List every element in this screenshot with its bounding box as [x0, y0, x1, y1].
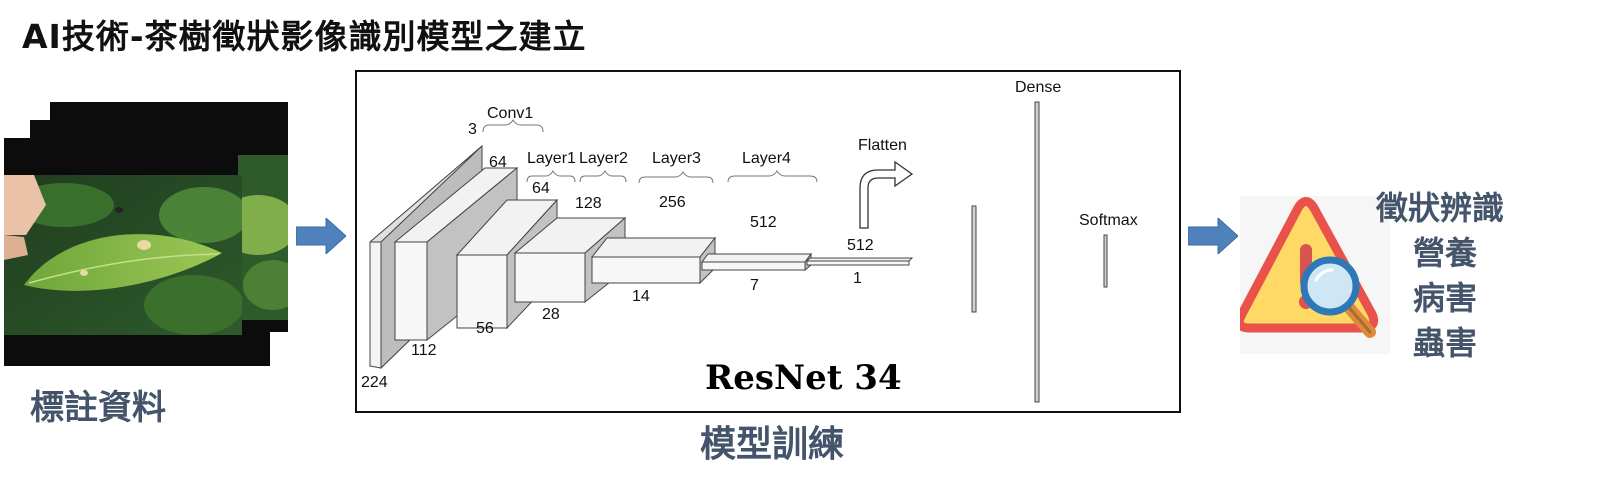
- softmax-label: Softmax: [1079, 212, 1138, 229]
- layer4-label: Layer4: [742, 150, 791, 167]
- channels-3-label: 3: [468, 121, 477, 138]
- layer1-label: Layer1: [527, 150, 576, 167]
- flatten-label: Flatten: [858, 137, 907, 154]
- size-112-label: 112: [411, 342, 437, 359]
- channels-256-label: 256: [659, 194, 686, 211]
- annotated-data-label: 標註資料: [30, 388, 166, 428]
- symptom-recognition-results: 徵狀辨識 營養 病害 蟲害: [1365, 186, 1525, 366]
- channels-128-label: 128: [575, 195, 602, 212]
- model-training-label: 模型訓練: [700, 424, 845, 465]
- resnet-architecture-diagram: [369, 101, 1108, 403]
- leaf-photo: [4, 175, 242, 335]
- flatten-arrow-icon: [859, 160, 914, 229]
- arrow-right-icon-2: [1188, 218, 1238, 254]
- page-title: AI技術-茶樹徵狀影像識別模型之建立: [22, 17, 587, 56]
- result-pest: 蟲害: [1412, 324, 1477, 362]
- leaf-photo-back: [238, 155, 288, 320]
- layer2-label: Layer2: [579, 150, 628, 167]
- model-name: ResNet 34: [705, 358, 902, 398]
- symptom-recognition-title: 徵狀辨識: [1375, 189, 1504, 227]
- size-1-label: 1: [853, 270, 862, 287]
- size-56-label: 56: [476, 320, 494, 337]
- size-28-label: 28: [542, 306, 560, 323]
- channels-64-layer1-label: 64: [532, 180, 550, 197]
- size-14-label: 14: [632, 288, 650, 305]
- symptom-warning-icon: [1234, 196, 1390, 354]
- channels-512-layer4-label: 512: [750, 214, 777, 231]
- dense-label: Dense: [1015, 79, 1062, 96]
- channels-512-flatten-label: 512: [847, 237, 874, 254]
- conv1-label: Conv1: [487, 105, 534, 122]
- layer3-label: Layer3: [652, 150, 701, 167]
- diagram-labels: Conv1 Layer1 Layer2 Layer3 Layer4 Flatte…: [355, 70, 1181, 413]
- arrow-right-icon: [296, 218, 346, 254]
- size-224-label: 224: [361, 374, 388, 391]
- labeled-image-stack: [0, 100, 300, 370]
- channels-64-conv1-label: 64: [489, 154, 507, 171]
- size-7-label: 7: [750, 277, 759, 294]
- result-disease: 病害: [1412, 279, 1477, 317]
- result-nutrition: 營養: [1412, 234, 1477, 272]
